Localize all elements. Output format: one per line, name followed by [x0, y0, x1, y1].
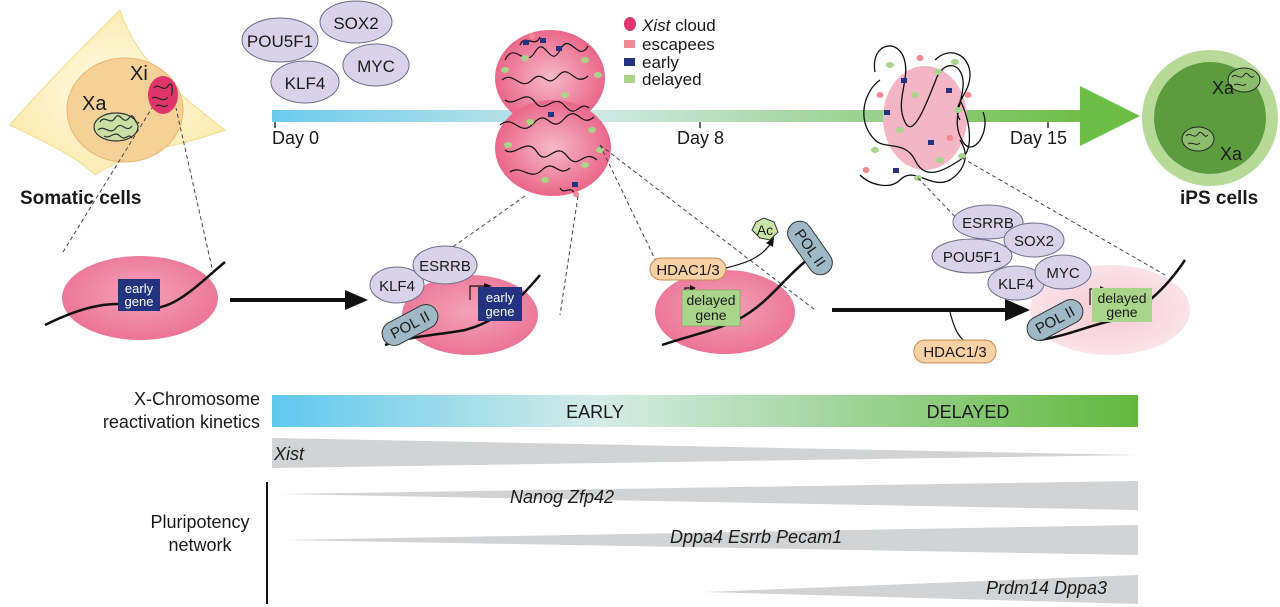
klf4-right-label: KLF4 — [998, 276, 1034, 293]
delayed-gene-active-label-1: delayed — [1097, 290, 1146, 306]
legend-xist-swatch — [624, 17, 636, 31]
xist-wedge-shape — [272, 438, 1138, 468]
kinetics-early-label: EARLY — [566, 402, 624, 422]
timeline: Day 0 Day 8 Day 15 — [272, 86, 1140, 148]
legend-delayed-label: delayed — [642, 70, 702, 89]
timeline-bar — [272, 110, 1092, 122]
pou5f1-label: POU5F1 — [247, 32, 313, 51]
myc-right-label: MYC — [1046, 265, 1080, 282]
nucleus-delayed-active: delayed gene ESRRB POU5F1 SOX2 KLF4 MYC … — [931, 204, 1190, 355]
timeline-arrowhead — [1080, 86, 1140, 146]
early-gene-label-1: early — [125, 281, 154, 296]
xi-chromosome — [148, 76, 178, 114]
day8-label: Day 8 — [677, 128, 724, 148]
pluripotency-wedge-2 — [285, 525, 1138, 555]
somatic-cell: Xi Xa Somatic cells — [9, 9, 227, 269]
kinetics-label-1: X-Chromosome — [134, 389, 260, 409]
acetyl-label: Ac — [757, 222, 773, 238]
early-gene-active-label-1: early — [486, 290, 515, 305]
myc-label: MYC — [357, 57, 395, 76]
legend: Xist cloud escapees early delayed — [624, 16, 716, 89]
esrrb-right-label: ESRRB — [962, 215, 1014, 232]
xi-label: Xi — [130, 63, 148, 85]
wedge3-label: Prdm14 Dppa3 — [986, 578, 1107, 598]
sox2-label: SOX2 — [333, 14, 378, 33]
xist-wedge-label: Xist — [273, 444, 305, 464]
kinetics-section: X-Chromosome reactivation kinetics EARLY… — [103, 389, 1138, 432]
pluripotency-label-1: Pluripotency — [150, 512, 249, 532]
zoom-line — [62, 107, 153, 253]
somatic-cells-label: Somatic cells — [20, 188, 141, 209]
xa-chromosome — [93, 112, 140, 142]
esrrb-mid-label: ESRRB — [419, 258, 471, 275]
klf4-mid-label: KLF4 — [379, 278, 415, 295]
delayed-gene-box — [681, 289, 741, 327]
early-gene-active-label-2: gene — [486, 304, 515, 319]
xist-cloud-chromosome — [495, 30, 611, 197]
legend-early-swatch — [624, 58, 635, 66]
legend-delayed-swatch — [624, 75, 635, 83]
pluripotency-wedge-1 — [280, 481, 1138, 510]
delayed-gene-label-2: gene — [695, 307, 726, 323]
early-gene-box-active — [478, 287, 522, 321]
acetyl-group — [751, 217, 779, 241]
ips-cells-label: iPS cells — [1180, 188, 1258, 209]
hdac-bound-label: HDAC1/3 — [656, 262, 719, 279]
pluripotency-label-2: network — [168, 535, 232, 555]
nucleus-early-silent: early gene — [44, 256, 226, 340]
ips-cell: Xa Xa iPS cells — [1142, 50, 1278, 209]
hdac-released-label: HDAC1/3 — [923, 344, 986, 361]
kinetics-bar — [272, 395, 1138, 427]
kinetics-label-2: reactivation kinetics — [103, 412, 260, 432]
factor-cluster-top — [241, 0, 410, 104]
delayed-gene-active-label-2: gene — [1106, 304, 1137, 320]
legend-escapee-label: escapees — [642, 35, 715, 54]
wedge1-label: Nanog Zfp42 — [510, 487, 614, 507]
nucleus-delayed-silent: delayed gene HDAC1/3 Ac POL II — [649, 217, 833, 354]
ips-xa-label-1: Xa — [1212, 78, 1235, 98]
ips-xa-label-2: Xa — [1220, 144, 1243, 164]
legend-early-label: early — [642, 53, 679, 72]
sox2-right-label: SOX2 — [1014, 233, 1054, 250]
pou5f1-right-label: POU5F1 — [943, 249, 1001, 266]
kinetics-delayed-label: DELAYED — [927, 402, 1010, 422]
day15-label: Day 15 — [1010, 128, 1067, 148]
wedge2-label: Dppa4 Esrrb Pecam1 — [670, 527, 842, 547]
legend-xist-label: Xist cloud — [641, 16, 716, 35]
xist-wedge: Xist — [272, 438, 1138, 468]
hdac-released — [913, 339, 997, 364]
day15-chromosome — [859, 45, 986, 187]
pluripotency-wedge-3 — [705, 575, 1138, 604]
day0-label: Day 0 — [272, 128, 319, 148]
nucleus-early-active: early gene KLF4 ESRRB POL II — [369, 245, 541, 355]
hdac-bound — [649, 257, 727, 281]
early-gene-label-2: gene — [125, 294, 154, 309]
zoom-line — [175, 107, 213, 269]
transition-arrow-1 — [230, 290, 368, 310]
early-gene-box — [118, 279, 160, 311]
delayed-gene-box-active — [1092, 288, 1152, 322]
delayed-gene-label-1: delayed — [686, 292, 735, 308]
xa-label: Xa — [82, 93, 107, 115]
klf4-label: KLF4 — [285, 74, 326, 93]
pluripotency-section: Pluripotency network Nanog Zfp42 Dppa4 E… — [150, 481, 1138, 604]
legend-escapee-swatch — [624, 40, 635, 48]
